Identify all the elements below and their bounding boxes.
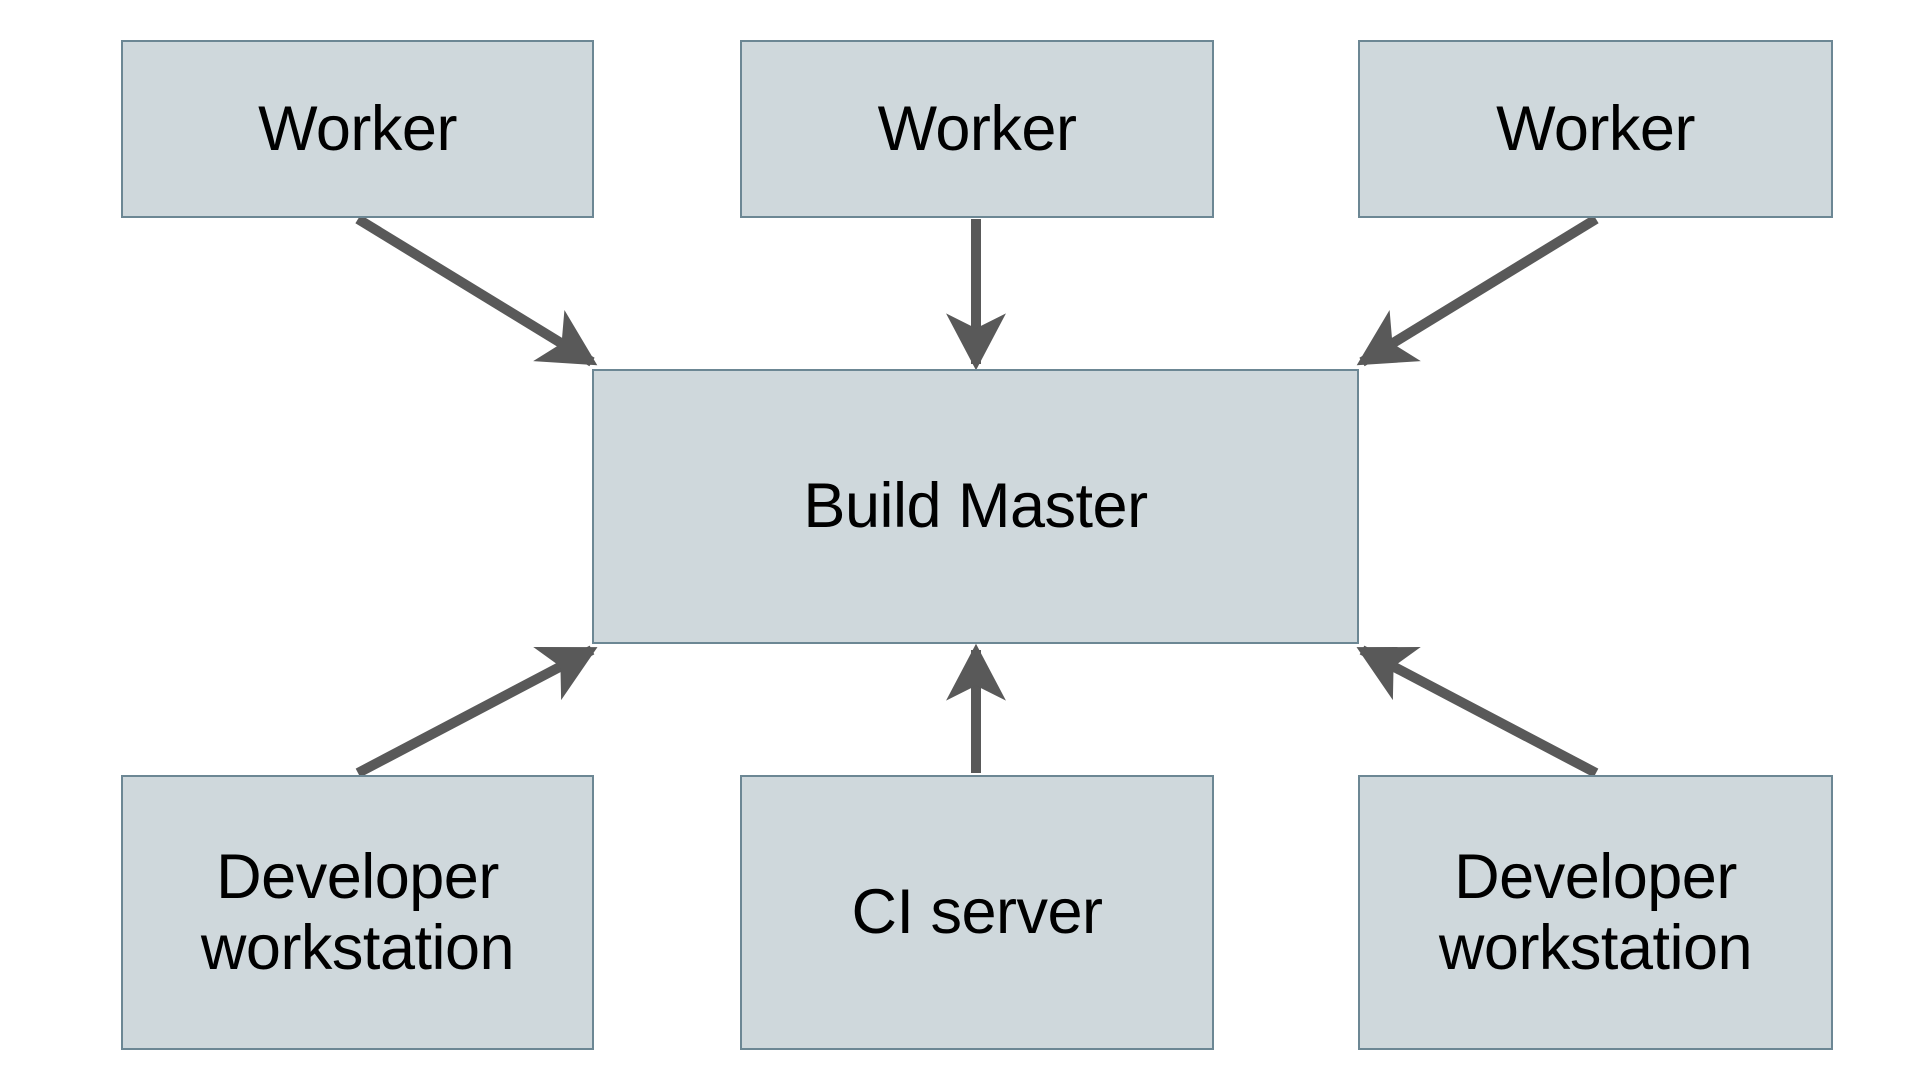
node-build-master-label: Build Master (803, 471, 1148, 542)
edge-dev-left-to-build-master (355, 645, 598, 778)
node-worker-3-label: Worker (1496, 93, 1695, 164)
node-worker-1[interactable]: Worker (121, 40, 594, 218)
edge-worker-1-to-build-master (355, 214, 598, 367)
node-developer-workstation-left-label: Developer workstation (200, 841, 515, 983)
node-developer-workstation-right[interactable]: Developer workstation (1358, 775, 1833, 1050)
edge-dev-right-to-build-master (1356, 645, 1599, 778)
node-build-master[interactable]: Build Master (592, 369, 1359, 644)
node-worker-1-label: Worker (258, 93, 457, 164)
node-worker-3[interactable]: Worker (1358, 40, 1833, 218)
node-ci-server[interactable]: CI server (740, 775, 1214, 1050)
node-worker-2-label: Worker (877, 93, 1077, 164)
node-developer-workstation-left[interactable]: Developer workstation (121, 775, 594, 1050)
node-developer-workstation-right-label: Developer workstation (1438, 841, 1753, 983)
edge-worker-3-to-build-master (1356, 214, 1599, 367)
node-worker-2[interactable]: Worker (740, 40, 1214, 218)
node-ci-server-label: CI server (851, 877, 1103, 948)
